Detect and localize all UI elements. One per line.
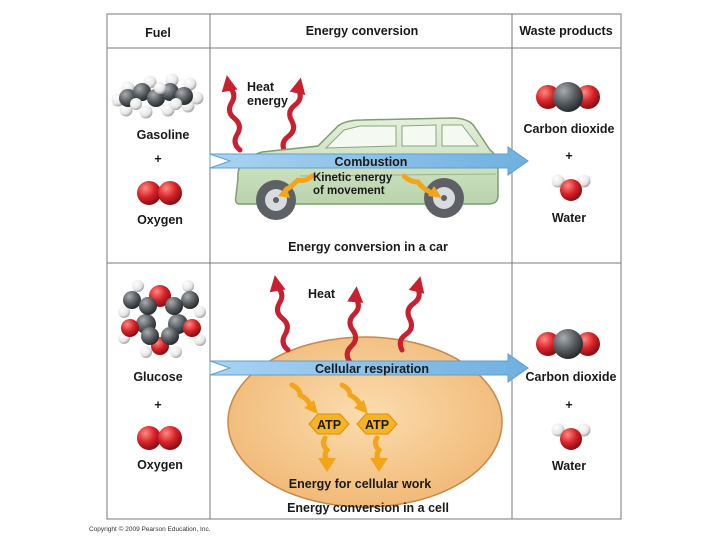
cellular-respiration-arrow [209, 353, 529, 383]
glucose-label: Glucose [133, 370, 182, 384]
fuel-plus-sign: + [154, 152, 161, 166]
atp-energy-arrow-icons [289, 382, 388, 472]
car-caption: Energy conversion in a car [288, 240, 448, 254]
car-illustration [234, 117, 499, 220]
kinetic-energy-arrow-icons [278, 173, 442, 198]
combustion-label: Combustion [335, 155, 408, 169]
gasoline-label: Gasoline [137, 128, 190, 142]
copyright-note: Copyright © 2009 Pearson Education, Inc. [89, 525, 211, 533]
header-fuel: Fuel [145, 26, 171, 40]
cell-water-label: Water [552, 459, 586, 473]
cell-heat-label: Heat [308, 287, 336, 301]
atp-badge-2 [356, 413, 398, 435]
heat-energy-label-line2: energy [247, 94, 288, 108]
water-label: Water [552, 211, 586, 225]
oxygen-molecule-icon [137, 181, 182, 205]
carbon-dioxide-label: Carbon dioxide [524, 122, 615, 136]
car-panel: Gasoline + Oxygen Heat energy [111, 73, 615, 254]
header-energy-conversion: Energy conversion [306, 24, 419, 38]
heat-energy-label-line1: Heat [247, 80, 275, 94]
atp-badge-1 [308, 413, 350, 435]
carbon-dioxide-molecule-icon [536, 82, 600, 112]
gasoline-molecule-icon [111, 73, 204, 119]
atp-label-2: ATP [365, 418, 389, 432]
cell-oxygen-molecule-icon [137, 426, 182, 450]
atp-label-1: ATP [317, 418, 341, 432]
cellular-respiration-label: Cellular respiration [315, 362, 429, 376]
waste-plus-sign: + [565, 149, 572, 163]
cell-carbon-dioxide-molecule-icon [536, 329, 600, 359]
oxygen-label: Oxygen [137, 213, 183, 227]
header-waste-products: Waste products [519, 24, 612, 38]
cell-carbon-dioxide-label: Carbon dioxide [526, 370, 617, 384]
cell-water-molecule-icon [551, 423, 591, 450]
combustion-arrow [209, 146, 529, 176]
cell-fuel-plus-sign: + [154, 398, 161, 412]
water-molecule-icon [551, 174, 591, 201]
cell-oxygen-label: Oxygen [137, 458, 183, 472]
table-grid [106, 13, 622, 520]
cellular-work-label: Energy for cellular work [289, 477, 431, 491]
cell-waste-plus-sign: + [565, 398, 572, 412]
cell-caption: Energy conversion in a cell [287, 501, 449, 515]
kinetic-energy-label-line2: of movement [313, 185, 385, 197]
cell-heat-wave-icons [267, 274, 428, 363]
cell-panel: Glucose + Oxygen Heat Cellular respirati… [118, 274, 617, 515]
glucose-molecule-icon [118, 280, 206, 358]
kinetic-energy-label-line1: Kinetic energy [313, 172, 393, 184]
